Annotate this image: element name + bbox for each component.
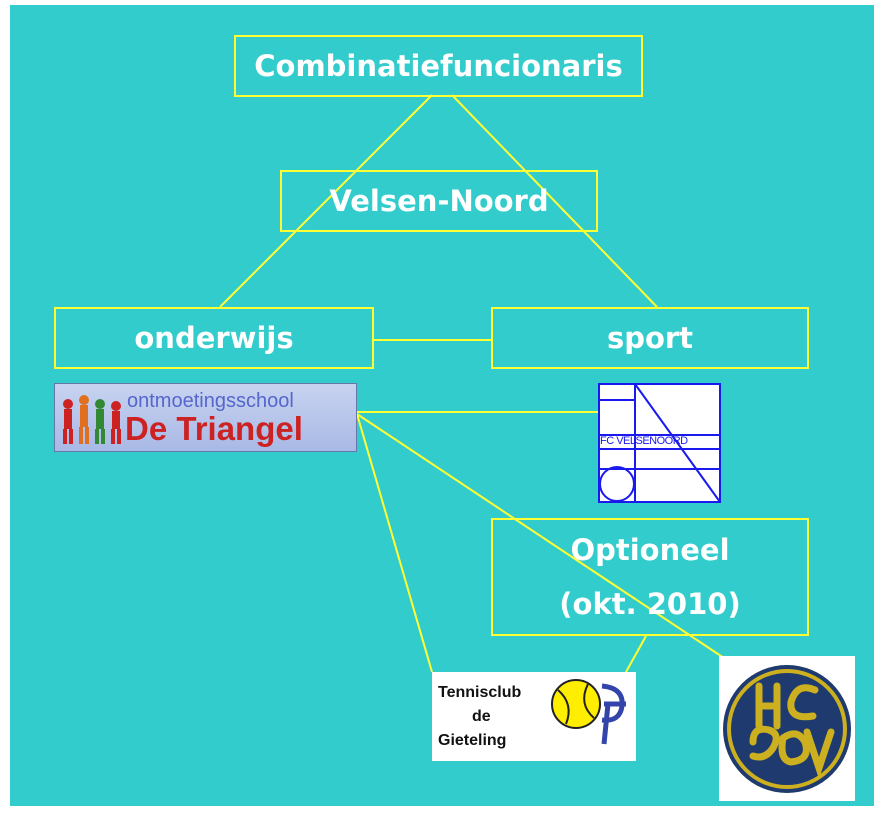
triangel-logo-subtitle: ontmoetingsschool	[127, 390, 294, 412]
node-combinatiefunctionaris-label: Combinatiefuncionaris	[254, 49, 623, 83]
node-optioneel-line1: Optioneel	[570, 533, 730, 567]
fc-velsenoord-logo: FC VELSENOORD	[598, 383, 721, 503]
line-top-to-onderwijs	[219, 94, 433, 308]
triangel-logo-title: De Triangel	[125, 410, 303, 447]
fc-velsenoord-emblem-icon	[598, 383, 721, 503]
hcv-logo	[719, 656, 855, 801]
triangel-logo: ontmoetingsschool De Triangel	[54, 383, 357, 452]
tennisclub-label-2: de	[472, 708, 491, 725]
tennis-ball-icon	[551, 679, 626, 745]
node-sport: sport	[491, 307, 809, 369]
node-onderwijs-label: onderwijs	[134, 321, 294, 355]
line-top-to-sport	[451, 94, 658, 308]
tennisclub-label-3: Gieteling	[438, 732, 507, 749]
node-sport-label: sport	[606, 321, 694, 355]
node-combinatiefunctionaris: Combinatiefuncionaris	[234, 35, 643, 97]
hcv-crest-icon	[723, 665, 851, 793]
children-icon	[63, 395, 121, 444]
node-velsen-noord-label: Velsen-Noord	[329, 184, 549, 218]
node-optioneel-line2: (okt. 2010)	[559, 587, 741, 621]
line-triangel-to-tennis	[356, 413, 433, 673]
fc-velsenoord-label: FC VELSENOORD	[600, 435, 688, 447]
tennisclub-gieteling-logo: Tennisclub de Gieteling	[432, 672, 636, 761]
node-onderwijs: onderwijs	[54, 307, 374, 369]
tennisclub-label-1: Tennisclub	[438, 684, 522, 701]
node-optioneel: Optioneel (okt. 2010)	[491, 518, 809, 636]
node-velsen-noord: Velsen-Noord	[280, 170, 598, 232]
line-optional-to-tennis	[625, 635, 647, 673]
line-triangel-to-hcv	[356, 413, 725, 659]
